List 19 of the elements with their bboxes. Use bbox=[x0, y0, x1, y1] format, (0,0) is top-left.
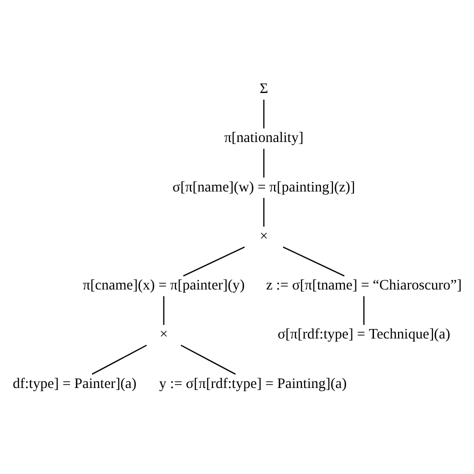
node-text: π[cname](x) = π[painter](y) bbox=[82, 278, 245, 294]
connector bbox=[263, 100, 264, 128]
connector bbox=[263, 198, 264, 227]
node-text: × bbox=[260, 228, 268, 244]
connector bbox=[282, 246, 345, 276]
node-text: σ[π[rdf:type] = Technique](a) bbox=[278, 326, 450, 343]
connector bbox=[363, 296, 364, 325]
node-text: df:type] = Painter](a) bbox=[12, 376, 137, 392]
connector bbox=[263, 148, 264, 178]
node-text: y := σ[π[rdf:type] = Painting](a) bbox=[159, 376, 347, 392]
connector bbox=[183, 246, 245, 276]
connector bbox=[180, 344, 236, 375]
node-text: π[nationality] bbox=[224, 130, 304, 146]
node-text: × bbox=[160, 326, 168, 343]
connector bbox=[163, 296, 164, 325]
connector bbox=[92, 344, 147, 375]
node-text: σ[π[name](w) = π[painting](z)] bbox=[172, 179, 356, 196]
node-text: z := σ[π[tname] = “Chiaroscuro”] bbox=[266, 278, 462, 294]
node-text: Σ bbox=[260, 81, 268, 98]
